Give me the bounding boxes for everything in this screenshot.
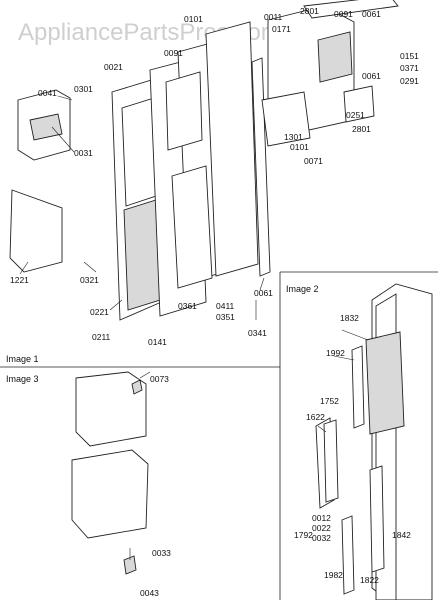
bottom-cover — [71, 449, 149, 539]
part-number-label: 0011 — [264, 12, 283, 22]
part-number-label: 0091 — [164, 48, 183, 58]
part-number-label: 1842 — [392, 530, 411, 540]
part-number-label: 0021 — [104, 62, 123, 72]
door-shelf-rack — [123, 199, 161, 311]
part-number-label: 0141 — [148, 337, 167, 347]
part-number-label: 0171 — [272, 24, 291, 34]
part-number-label: 0043 — [140, 588, 159, 598]
image2-frame — [279, 271, 438, 600]
part-number-label: 0101 — [290, 142, 309, 152]
image1-part-labels: 0101 0011 0171 2801 0091 0061 0021 0091 0041 0301… — [10, 6, 419, 347]
leader-0041 — [57, 95, 73, 101]
leader-1832 — [341, 329, 369, 341]
control-panel — [317, 31, 353, 83]
image1-exploded-view — [9, 0, 399, 321]
part-number-label: 0101 — [184, 14, 203, 24]
door-trim-strip — [369, 465, 385, 573]
part-number-label: 0361 — [178, 301, 197, 311]
image2-exploded-view — [315, 283, 433, 601]
part-number-label: 1832 — [340, 313, 359, 323]
bottom-fastener — [123, 555, 137, 575]
part-number-label: 0061 — [362, 9, 381, 19]
part-number-label: 0341 — [248, 328, 267, 338]
part-number-label: 1221 — [10, 275, 29, 285]
top-cover — [75, 371, 147, 447]
part-number-label: 0031 — [74, 148, 93, 158]
part-number-label: 0061 — [254, 288, 273, 298]
leader-0073 — [139, 371, 151, 379]
leader-0221 — [109, 299, 123, 311]
part-number-label: 1822 — [360, 575, 379, 585]
top-cap — [303, 0, 399, 19]
outer-door-panel — [205, 21, 259, 277]
upper-shelf-frame — [121, 97, 157, 207]
part-number-label: 0091 — [334, 9, 353, 19]
image3-title: Image 3 — [6, 374, 39, 384]
image3-exploded-view — [71, 371, 151, 575]
dispenser-cover — [165, 71, 203, 151]
dispenser-recess — [365, 331, 405, 435]
ice-bin-opening — [29, 113, 63, 141]
vent-grille — [343, 85, 375, 123]
part-number-label: 0151 — [400, 51, 419, 61]
part-number-label: 1792 — [294, 530, 313, 540]
part-number-label: 0321 — [80, 275, 99, 285]
dispenser-trim-left — [351, 345, 365, 429]
part-number-label: 1992 — [326, 348, 345, 358]
door-side-trim — [251, 57, 271, 277]
part-number-label: 2801 — [352, 124, 371, 134]
top-fastener — [131, 379, 143, 395]
part-number-label: 0291 — [400, 76, 419, 86]
leader-0061-b — [259, 277, 265, 291]
image1-title: Image 1 — [6, 354, 39, 364]
part-number-label: 1622 — [306, 412, 325, 422]
front-duct — [261, 91, 311, 147]
part-number-label: 0211 — [92, 332, 111, 342]
part-number-label: 0071 — [304, 156, 323, 166]
part-number-label: 0371 — [400, 63, 419, 73]
part-number-label: 0041 — [38, 88, 57, 98]
part-number-label: 0033 — [152, 548, 171, 558]
part-number-label: 1752 — [320, 396, 339, 406]
part-number-label: 0411 — [216, 301, 235, 311]
part-number-label: 0221 — [90, 307, 109, 317]
door-insulation-panel — [171, 165, 213, 289]
leader-0031 — [51, 126, 75, 153]
image3-part-labels: 0073 0033 0043 — [140, 374, 171, 598]
part-number-label: 0061 — [362, 71, 381, 81]
leader-0321 — [83, 261, 97, 273]
part-number-label: 2801 — [300, 6, 319, 16]
part-number-label: 0022 — [312, 523, 331, 533]
back-panel — [9, 189, 63, 273]
part-number-label: 0251 — [346, 110, 365, 120]
image2-title: Image 2 — [286, 284, 319, 294]
leader-1221 — [19, 261, 29, 275]
part-number-label: 1982 — [324, 570, 343, 580]
leader-1622 — [317, 425, 327, 433]
handle-trim-strip — [341, 515, 355, 595]
part-number-label: 0301 — [74, 84, 93, 94]
part-number-label: 0032 — [312, 533, 331, 543]
handle-cover — [323, 419, 339, 503]
part-number-label: 0012 — [312, 513, 331, 523]
part-number-label: 0351 — [216, 312, 235, 322]
part-number-label: 1301 — [284, 132, 303, 142]
leader-1992 — [333, 355, 355, 361]
part-number-label: 0073 — [150, 374, 169, 384]
